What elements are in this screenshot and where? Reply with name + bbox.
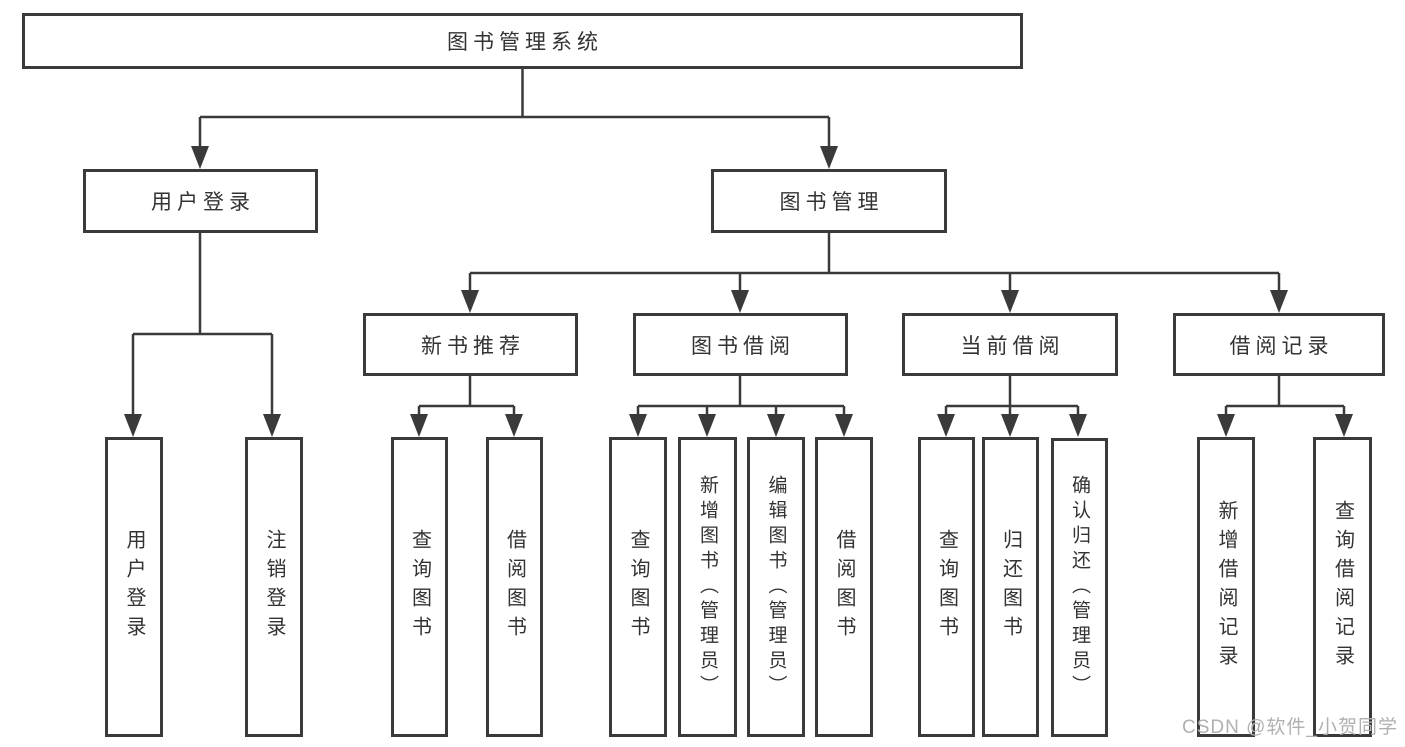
leaf-label: 新增图书（管理员） <box>697 474 718 700</box>
leaf-label: 注销登录 <box>263 529 285 645</box>
leaf-label: 用户登录 <box>123 529 145 645</box>
node-new-book-recommend: 新书推荐 <box>363 313 578 376</box>
leaf-query-borrow-record: 查询借阅记录 <box>1313 437 1372 737</box>
leaf-logout: 注销登录 <box>245 437 303 737</box>
leaf-query-books-recommend: 查询图书 <box>391 437 448 737</box>
leaf-borrow-books-recommend: 借阅图书 <box>486 437 543 737</box>
node-label: 当前借阅 <box>960 334 1065 358</box>
leaf-label: 查询图书 <box>627 529 649 645</box>
node-label: 借阅记录 <box>1229 334 1334 358</box>
leaf-label: 查询借阅记录 <box>1331 500 1354 674</box>
node-user-login-branch: 用户登录 <box>83 169 318 233</box>
arrowheads <box>124 146 1353 437</box>
node-book-borrowing: 图书借阅 <box>633 313 848 376</box>
leaf-label: 借阅图书 <box>503 529 526 645</box>
leaf-label: 归还图书 <box>999 529 1022 645</box>
leaf-query-books-borrowing: 查询图书 <box>609 437 667 737</box>
node-label: 用户登录 <box>151 191 255 214</box>
leaf-confirm-return-admin: 确认归还（管理员） <box>1051 438 1108 737</box>
leaf-label: 编辑图书（管理员） <box>765 474 787 700</box>
leaf-label: 新增借阅记录 <box>1215 500 1237 674</box>
leaf-label: 借阅图书 <box>833 529 855 645</box>
node-root-label: 图书管理系统 <box>447 31 603 54</box>
leaf-label: 确认归还（管理员） <box>1069 475 1090 700</box>
leaf-add-borrow-record: 新增借阅记录 <box>1197 437 1255 737</box>
leaf-label: 查询图书 <box>935 529 958 645</box>
node-current-borrowing: 当前借阅 <box>902 313 1118 376</box>
leaf-query-books-current: 查询图书 <box>918 437 975 737</box>
leaf-borrow-books: 借阅图书 <box>815 437 873 737</box>
leaf-add-books-admin: 新增图书（管理员） <box>678 437 737 737</box>
watermark: CSDN @软件_小贺同学 <box>1182 717 1398 738</box>
node-borrow-records: 借阅记录 <box>1173 313 1385 376</box>
node-label: 图书借阅 <box>691 334 795 358</box>
node-label: 图书管理 <box>779 191 884 214</box>
node-book-management: 图书管理 <box>711 169 947 233</box>
leaf-user-login: 用户登录 <box>105 437 163 737</box>
leaf-return-books: 归还图书 <box>982 437 1039 737</box>
node-root: 图书管理系统 <box>22 13 1023 69</box>
leaf-edit-books-admin: 编辑图书（管理员） <box>747 437 805 737</box>
leaf-label: 查询图书 <box>408 529 431 645</box>
node-label: 新书推荐 <box>421 334 525 358</box>
